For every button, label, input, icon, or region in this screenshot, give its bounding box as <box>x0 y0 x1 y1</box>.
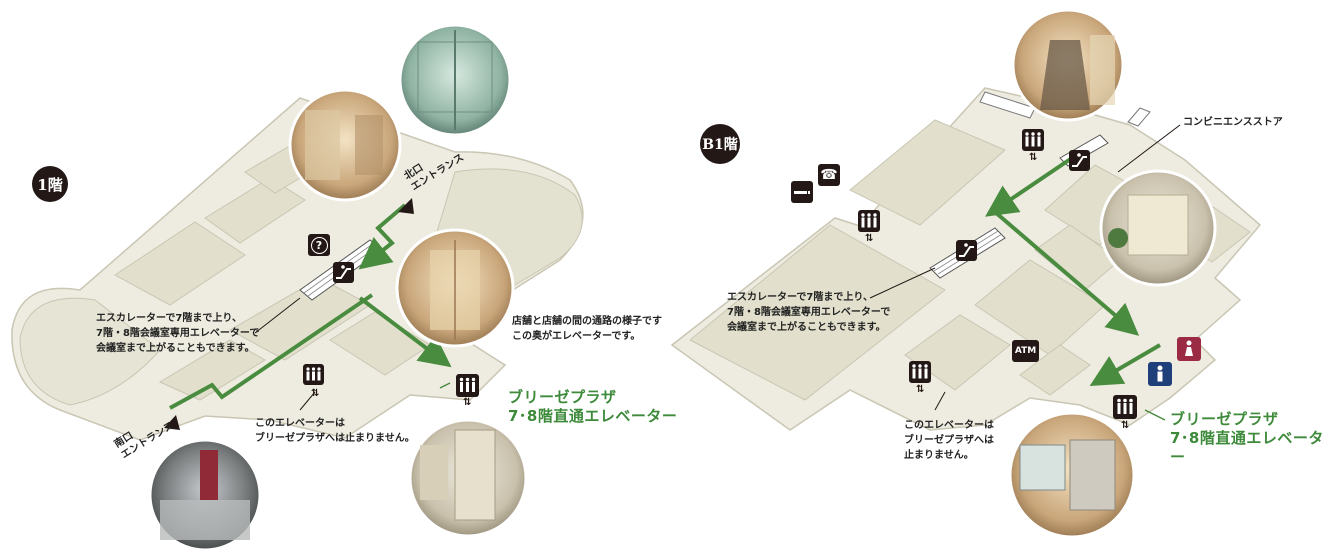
floor-b1-route-top <box>985 156 1074 217</box>
floor-1-plan <box>11 97 584 441</box>
north-entrance-arrow <box>398 198 414 214</box>
elevator-icon[interactable] <box>303 364 324 385</box>
info-icon[interactable]: ? <box>308 234 330 256</box>
floor-b1-badge: B1階 <box>700 124 740 164</box>
elevator-direction-icon: ⇅ <box>463 397 472 408</box>
elevator-icon[interactable] <box>909 361 931 383</box>
elevator-icon[interactable] <box>1022 129 1044 151</box>
photo-north-hall <box>288 88 402 202</box>
floor-1-badge: 1階 <box>32 166 68 202</box>
elevator-icon[interactable] <box>858 210 880 232</box>
floor-1-shop-block <box>204 177 306 244</box>
elevator-icon[interactable] <box>456 374 479 397</box>
floor-1-shop-block <box>158 339 266 401</box>
elevator-icon[interactable] <box>1113 395 1137 419</box>
photo-south-entrance <box>148 438 262 552</box>
floor-1-passage-note: 店舗と店舗の間の通路の様子です この奥がエレベーターです。 <box>512 316 662 342</box>
elevator-direction-icon: ⇅ <box>1029 152 1038 163</box>
floor-1-elevator-note: このエレベーターは ブリーゼプラザへは止まりません。 <box>255 418 415 444</box>
floor-b1-stairs <box>979 91 1151 127</box>
floor-1-route-elevator <box>358 296 452 368</box>
phone-icon[interactable]: ☎ <box>818 164 840 186</box>
floor-b1-route-main <box>993 210 1140 336</box>
escalator-icon[interactable] <box>333 262 354 283</box>
floor-b1-route-bottom <box>1089 343 1162 387</box>
photo-b1-corridor <box>1099 169 1217 287</box>
floor-1-route-north <box>358 203 407 270</box>
elevator-direction-icon: ⇅ <box>311 388 320 399</box>
floor-b1-escalator-note: エスカレーターで7階まで上り、 7階・8階会議室専用エレベーターで 会議室まで上… <box>727 292 891 333</box>
floor-b1-elevator-note: このエレベーターは ブリーゼプラザへは 止まりません。 <box>904 420 994 461</box>
elevator-direction-icon: ⇅ <box>1121 420 1130 431</box>
restroom-male-icon[interactable] <box>1148 362 1172 386</box>
south-entrance-arrow <box>164 415 180 430</box>
floor-b1-shop-block <box>904 314 1011 391</box>
photo-b1-escalator <box>1011 8 1125 122</box>
elevator-direction-icon: ⇅ <box>916 384 925 395</box>
floor-b1-shop-block <box>849 119 1006 226</box>
elevator-direction-icon: ⇅ <box>865 233 874 244</box>
floor-1-escalator-note: エスカレーターで7階まで上り、 7階・8階会議室専用エレベーターで 会議室まで上… <box>96 313 260 354</box>
atm-icon[interactable]: ATM <box>1012 340 1039 362</box>
floor-b1-direct-elevator-label: ブリーゼプラザ 7･8階直通エレベーター <box>1170 410 1324 466</box>
floor-1-route-south <box>169 293 374 410</box>
floor-1-west-hall <box>19 297 161 406</box>
restroom-female-icon[interactable] <box>1177 337 1201 361</box>
photo-north-entrance <box>398 23 512 137</box>
floor-1-direct-elevator-label: ブリーゼプラザ 7･8階直通エレベーター <box>508 388 678 425</box>
floor-b1-large-block <box>689 224 946 401</box>
smoking-icon[interactable] <box>791 181 813 203</box>
photo-elevator-1f <box>408 418 528 538</box>
convenience-store-label: コンビニエンスストア <box>1183 117 1283 128</box>
photo-passage <box>395 228 515 348</box>
escalator-icon[interactable] <box>1069 150 1090 171</box>
floor-1-shop-block <box>114 221 246 306</box>
escalator-icon[interactable] <box>956 240 977 261</box>
photo-b1-elevator <box>1008 411 1136 539</box>
